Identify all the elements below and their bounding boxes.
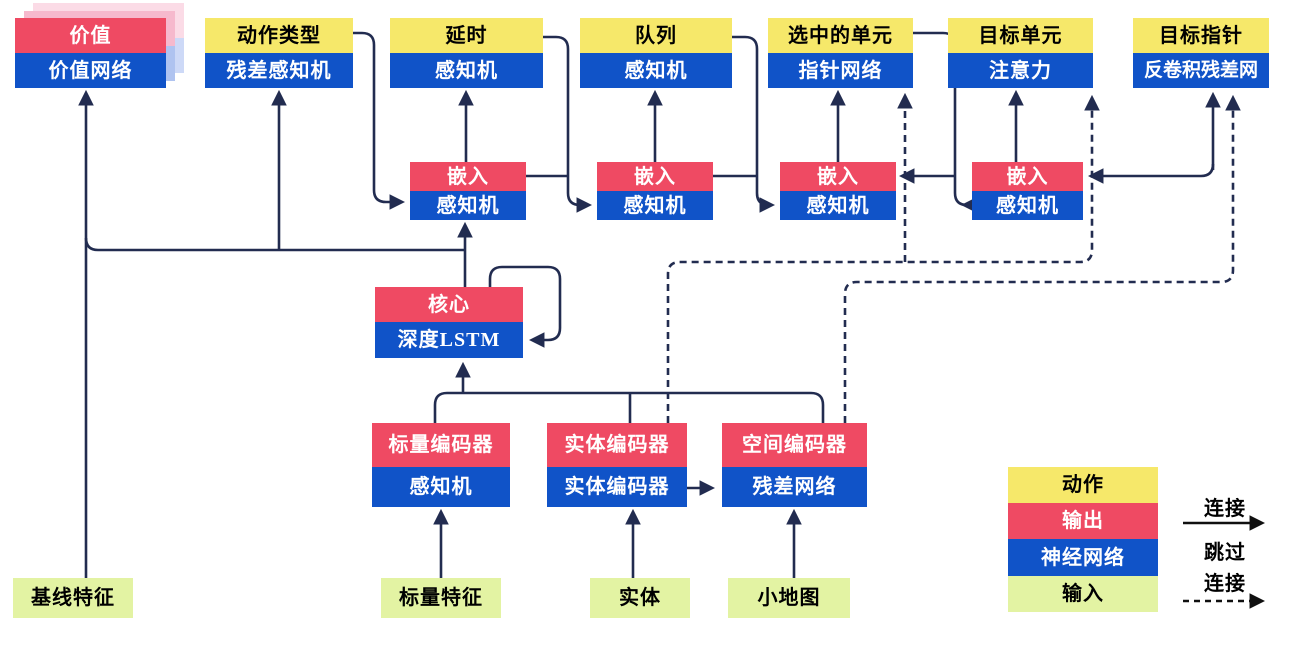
node-embed-1: 嵌入 感知机 [410, 162, 526, 220]
scalar-features-label: 标量特征 [381, 578, 501, 618]
skip-spatial-encoder-to-deconv [843, 94, 1241, 423]
node-value: 价值 价值网络 [15, 18, 166, 88]
conn-queue-to-embed3 [732, 35, 776, 213]
queue-label: 队列 [580, 18, 732, 53]
node-embed-2: 嵌入 感知机 [597, 162, 713, 220]
embed-1-network-label: 感知机 [410, 191, 526, 220]
core-label: 核心 [375, 287, 523, 322]
node-selected-units: 选中的单元 指针网络 [768, 18, 913, 88]
node-minimap: 小地图 [728, 578, 850, 618]
legend-skip-label-line2: 连接 [1204, 573, 1246, 595]
selected-units-label: 选中的单元 [768, 18, 913, 53]
node-target-unit: 目标单元 注意力 [948, 18, 1093, 88]
node-spatial-encoder: 空间编码器 残差网络 [722, 423, 867, 507]
target-unit-network-label: 注意力 [948, 53, 1093, 88]
embed-3-network-label: 感知机 [780, 191, 896, 220]
entity-encoder-network-label: 实体编码器 [547, 467, 687, 507]
embed-2-network-label: 感知机 [597, 191, 713, 220]
conn-action-type-to-embed1 [353, 31, 406, 210]
target-unit-label: 目标单元 [948, 18, 1093, 53]
node-entity-encoder: 实体编码器 实体编码器 [547, 423, 687, 507]
embed-3-label: 嵌入 [780, 162, 896, 191]
selected-units-network-label: 指针网络 [768, 53, 913, 88]
node-scalar-features: 标量特征 [381, 578, 501, 618]
skip-entity-encoder-to-attention [666, 94, 1100, 423]
node-embed-3: 嵌入 感知机 [780, 162, 896, 220]
node-target-pointer: 目标指针 反卷积残差网 [1133, 18, 1269, 88]
conn-corner-to-embed4 [1087, 163, 1215, 184]
entities-label: 实体 [590, 578, 690, 618]
node-entities: 实体 [590, 578, 690, 618]
node-scalar-encoder: 标量编码器 感知机 [372, 423, 510, 507]
conn-core-branch-left [84, 237, 465, 252]
value-output-label: 价值 [15, 18, 166, 53]
entity-encoder-label: 实体编码器 [547, 423, 687, 467]
action-type-label: 动作类型 [205, 18, 353, 53]
action-type-network-label: 残差感知机 [205, 53, 353, 88]
conn-core-self-loop [488, 265, 562, 348]
embed-1-label: 嵌入 [410, 162, 526, 191]
embed-4-network-label: 感知机 [972, 191, 1083, 220]
legend-input-label: 输入 [1008, 576, 1158, 612]
delay-network-label: 感知机 [390, 53, 543, 88]
spatial-encoder-network-label: 残差网络 [722, 467, 867, 507]
node-action-type: 动作类型 残差感知机 [205, 18, 353, 88]
node-core: 核心 深度LSTM [375, 287, 523, 358]
node-embed-4: 嵌入 感知机 [972, 162, 1083, 220]
legend-color-key: 动作 输出 神经网络 输入 [1008, 467, 1158, 612]
node-baseline-features: 基线特征 [13, 578, 133, 618]
legend-output-label: 输出 [1008, 503, 1158, 539]
legend-neural-network-label: 神经网络 [1008, 539, 1158, 576]
solid-connections [78, 31, 1221, 578]
core-network-label: 深度LSTM [375, 322, 523, 358]
value-network-label: 价值网络 [15, 53, 166, 88]
minimap-label: 小地图 [728, 578, 850, 618]
conn-delay-to-embed2 [543, 35, 593, 213]
target-pointer-label: 目标指针 [1133, 18, 1269, 53]
scalar-encoder-network-label: 感知机 [372, 467, 510, 507]
skip-connections [666, 92, 1241, 423]
baseline-features-label: 基线特征 [13, 578, 133, 618]
spatial-encoder-label: 空间编码器 [722, 423, 867, 467]
legend-connection-label: 连接 [1204, 498, 1246, 520]
embed-4-label: 嵌入 [972, 162, 1083, 191]
legend-skip-label-line1: 跳过 [1204, 542, 1246, 564]
target-pointer-network-label: 反卷积残差网 [1133, 53, 1269, 88]
legend-arrows [1183, 515, 1266, 609]
queue-network-label: 感知机 [580, 53, 732, 88]
embed-2-label: 嵌入 [597, 162, 713, 191]
conn-selected-units-to-embed4 [913, 31, 977, 213]
node-delay: 延时 感知机 [390, 18, 543, 88]
legend-action-label: 动作 [1008, 467, 1158, 503]
scalar-encoder-label: 标量编码器 [372, 423, 510, 467]
node-queue: 队列 感知机 [580, 18, 732, 88]
delay-label: 延时 [390, 18, 543, 53]
